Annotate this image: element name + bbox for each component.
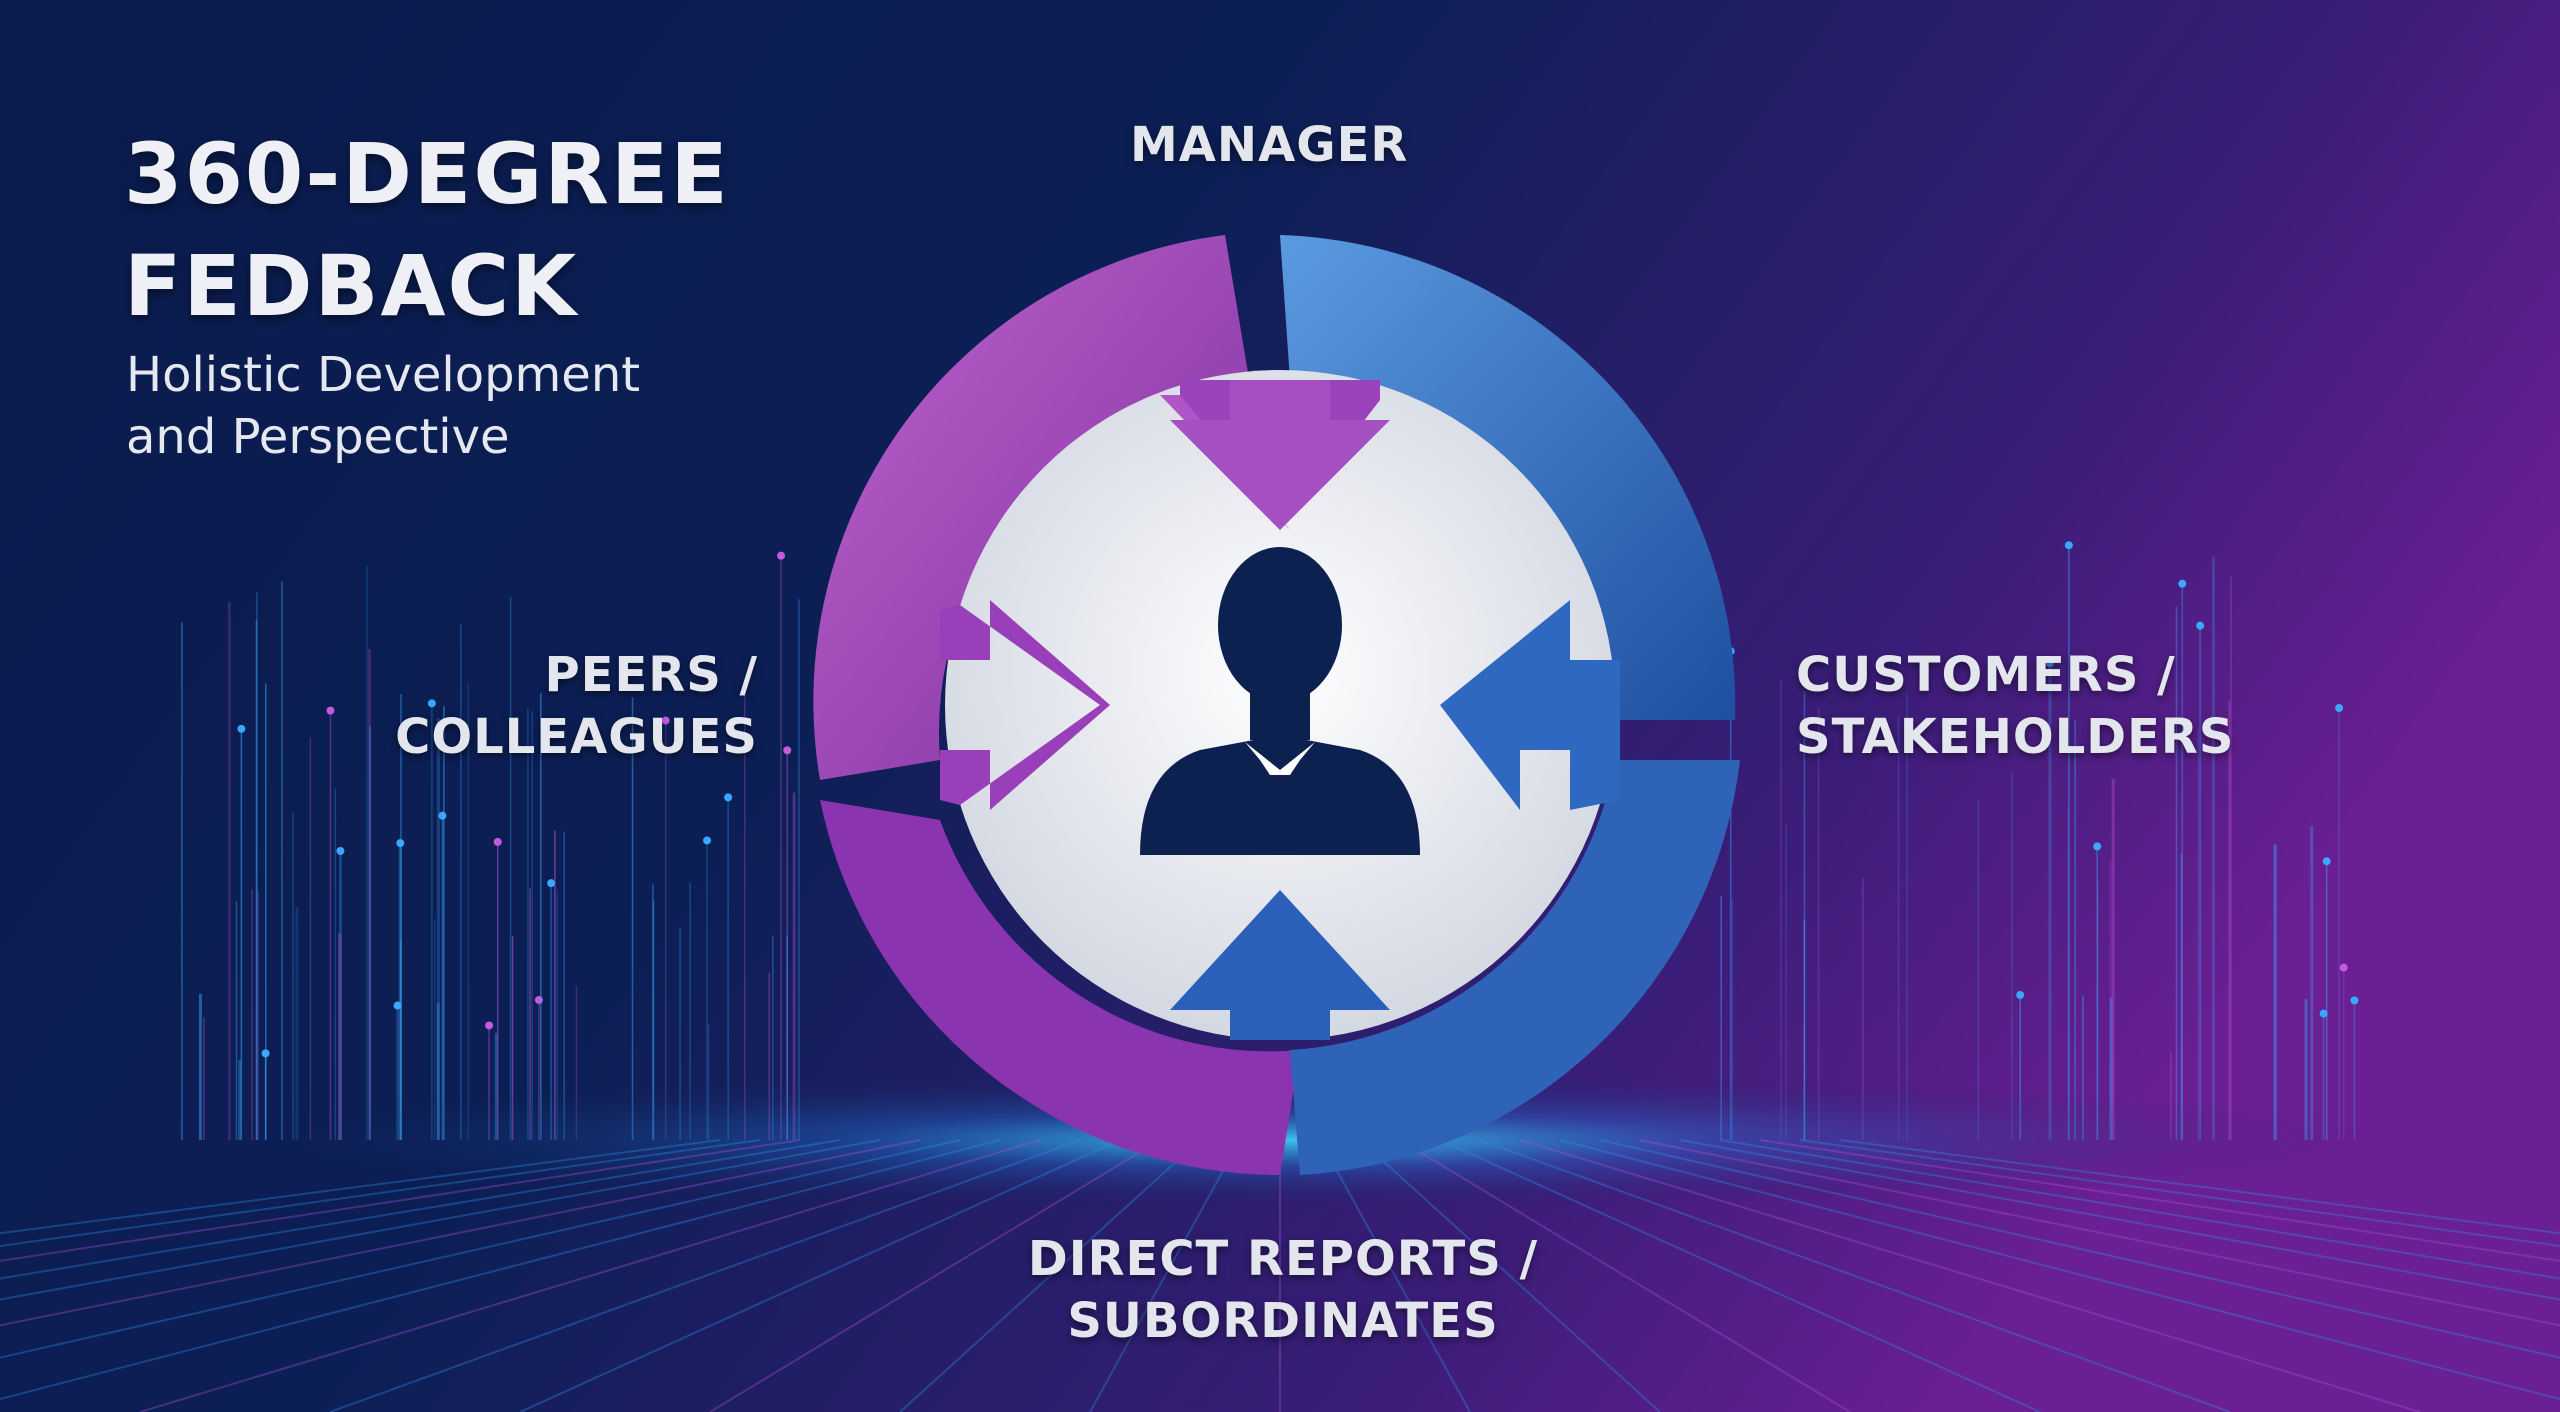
light-dot — [2322, 857, 2331, 866]
floor-line — [1719, 1139, 2560, 1280]
decorative-light-bars — [181, 541, 2359, 1140]
light-dot — [777, 551, 786, 560]
label-customers-line: CUSTOMERS / — [1796, 647, 2176, 703]
light-dot — [2196, 621, 2205, 630]
floor-line — [0, 1139, 801, 1262]
label-direct-reports-line: DIRECT REPORTS / — [1027, 1231, 1539, 1287]
floor-line — [899, 1139, 1201, 1412]
light-dot — [493, 837, 502, 846]
floor-line — [0, 1139, 921, 1327]
label-customers-line: STAKEHOLDERS — [1796, 709, 2235, 765]
light-dot — [2178, 579, 2187, 588]
light-dot — [2350, 996, 2359, 1005]
floor-line — [0, 1139, 841, 1280]
light-dot — [724, 793, 733, 802]
light-dot — [2335, 704, 2344, 713]
label-customers: CUSTOMERS / STAKEHOLDERS — [1796, 644, 2234, 768]
floor-line — [1839, 1139, 2560, 1235]
floor-line — [1439, 1139, 2041, 1412]
floor-line — [1559, 1139, 2560, 1401]
floor-line — [1359, 1139, 1661, 1412]
person-in-suit-icon — [1140, 547, 1420, 855]
label-peers-line: PEERS / — [544, 647, 758, 703]
light-dot — [396, 839, 405, 848]
light-dot — [261, 1049, 270, 1058]
light-dot — [427, 699, 436, 708]
subtitle-line: and Perspective — [126, 409, 510, 465]
floor-line — [1799, 1139, 2560, 1248]
light-dot — [2319, 1009, 2328, 1018]
circular-arrows-icon — [813, 235, 1740, 1175]
label-direct-reports-line: SUBORDINATES — [1067, 1293, 1499, 1349]
light-dot — [237, 724, 246, 733]
subtitle-line: Holistic Development — [126, 347, 641, 403]
light-dot — [2339, 963, 2348, 972]
inward-arrow-icon — [1160, 380, 1390, 530]
light-dot — [661, 716, 670, 725]
floor-line — [1639, 1139, 2560, 1327]
floor-line — [1399, 1139, 1851, 1412]
floor-line — [1089, 1139, 1241, 1412]
light-dot — [485, 1021, 494, 1030]
label-manager: MANAGER — [1130, 114, 1408, 176]
floor-line — [329, 1139, 1081, 1412]
floor-line — [1519, 1139, 2421, 1412]
inward-arrow-icon — [1440, 600, 1620, 810]
floor-line — [709, 1139, 1161, 1412]
floor-line — [0, 1139, 961, 1359]
label-manager-text: MANAGER — [1130, 117, 1409, 173]
light-dot — [2016, 990, 2025, 999]
title-line: 360-DEGREE — [124, 125, 730, 223]
light-dot — [336, 846, 345, 855]
light-dot — [2045, 658, 2054, 667]
light-dot — [438, 811, 447, 820]
inward-arrow-icon — [1170, 890, 1390, 1040]
floor-line — [0, 1139, 721, 1235]
label-peers-line: COLLEAGUES — [395, 709, 758, 765]
light-dot — [547, 879, 556, 888]
inward-arrow-icon — [940, 600, 1110, 810]
title-line: FEDBACK — [124, 237, 579, 335]
light-dot — [393, 1001, 402, 1010]
light-dot — [2093, 842, 2102, 851]
floor-line — [1759, 1139, 2560, 1262]
floor-line — [139, 1139, 1041, 1412]
floor-line — [1599, 1139, 2560, 1359]
label-direct-reports: DIRECT REPORTS / SUBORDINATES — [1018, 1228, 1548, 1352]
floor-line — [0, 1139, 1001, 1401]
floor-line — [1479, 1139, 2231, 1412]
light-dot — [783, 746, 792, 755]
floor-line — [0, 1139, 881, 1301]
page-title: 360-DEGREE FEDBACK — [124, 118, 730, 342]
page-subtitle: Holistic Development and Perspective — [126, 344, 640, 468]
perspective-floor-lines — [0, 1139, 2560, 1412]
floor-line — [519, 1139, 1121, 1412]
label-peers: PEERS / COLLEAGUES — [330, 644, 758, 768]
light-dot — [326, 706, 335, 715]
floor-line — [1319, 1139, 1471, 1412]
light-dot — [2064, 541, 2073, 550]
floor-line — [1679, 1139, 2560, 1301]
light-dot — [703, 836, 712, 845]
floor-line — [0, 1139, 761, 1248]
